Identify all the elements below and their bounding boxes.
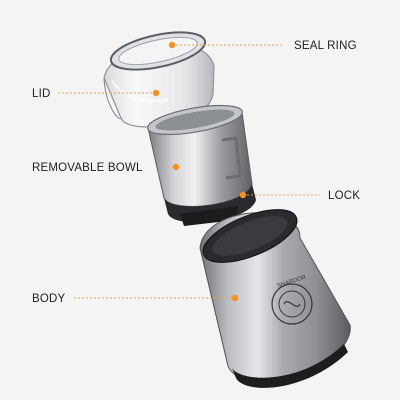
lid-part bbox=[103, 31, 215, 128]
label-lid: LID bbox=[32, 88, 51, 100]
removable-bowl-part bbox=[147, 104, 256, 226]
callout-body: BODY bbox=[32, 293, 239, 305]
callout-lock: LOCK bbox=[239, 190, 360, 202]
body-part: SHARDOR bbox=[199, 209, 351, 388]
callout-lid: LID bbox=[32, 88, 160, 100]
callout-removable-bowl: REMOVABLE BOWL bbox=[32, 162, 180, 174]
callout-seal-ring: SEAL RING bbox=[168, 40, 357, 52]
label-removable-bowl: REMOVABLE BOWL bbox=[32, 162, 143, 174]
label-seal-ring: SEAL RING bbox=[294, 40, 357, 52]
label-body: BODY bbox=[32, 293, 66, 305]
label-lock: LOCK bbox=[328, 190, 360, 202]
